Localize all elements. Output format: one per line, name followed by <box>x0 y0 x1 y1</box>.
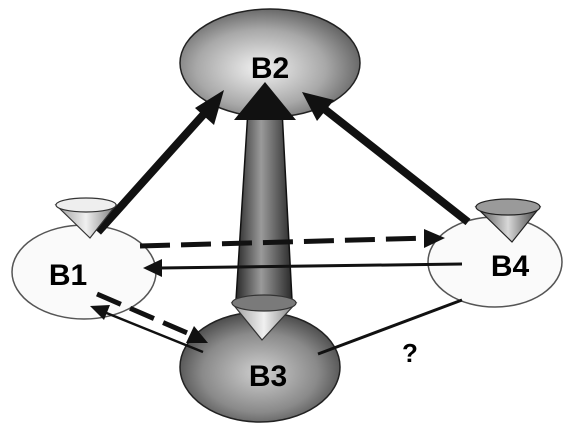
node-b1-label: B1 <box>49 259 87 292</box>
dashed-arrow-b1-to-b4 <box>140 229 445 248</box>
node-b3-label: B3 <box>249 360 287 393</box>
link-b3-to-b4 <box>318 300 462 354</box>
arrow-b3-to-b1 <box>90 305 203 352</box>
arrow-b4-to-b1 <box>143 259 462 277</box>
unknown-link-question-mark: ? <box>402 338 418 368</box>
node-b2-label: B2 <box>251 52 289 85</box>
dashed-arrow-b1-to-b3 <box>97 294 208 343</box>
node-b4-label: B4 <box>491 250 530 283</box>
arrow-b4-to-b2 <box>302 92 468 222</box>
arrow-b1-to-b2 <box>98 90 224 232</box>
